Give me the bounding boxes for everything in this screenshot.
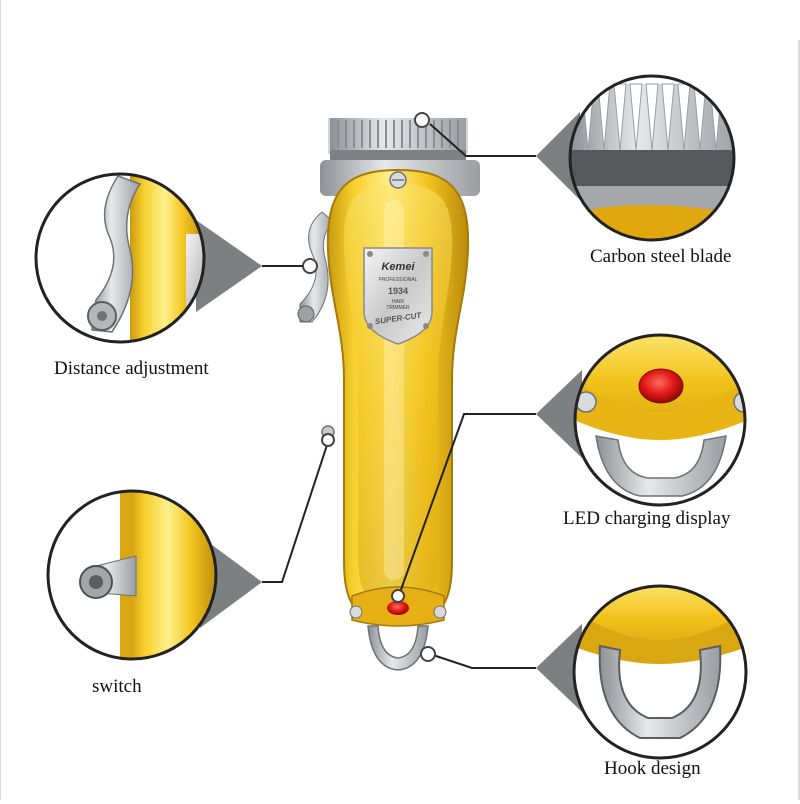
hook-callout [572,584,748,760]
led-indicator [387,601,409,615]
brand-sub2: TRIMMER [386,305,410,311]
hook-label: Hook design [604,758,701,779]
blade-callout [568,74,736,242]
hanging-hook [367,625,429,671]
callout-wedges [196,112,582,712]
blade-label: Carbon steel blade [590,246,732,267]
brand-sub1: HAIR [392,299,404,305]
brand-name: Kemei [381,261,415,273]
brand-line: PROFESSIONAL [379,277,418,283]
led-label: LED charging display [563,508,731,529]
switch-callout [46,489,218,661]
switch-label: switch [92,676,142,697]
brand-plate: Kemei PROFESSIONAL 1934 HAIR TRIMMER SUP… [363,247,433,345]
distance-label: Distance adjustment [54,358,209,379]
hair-clipper: Kemei PROFESSIONAL 1934 HAIR TRIMMER SUP… [297,118,480,671]
brand-model: 1934 [388,286,408,296]
led-callout [573,333,747,507]
distance-callout [34,172,206,344]
